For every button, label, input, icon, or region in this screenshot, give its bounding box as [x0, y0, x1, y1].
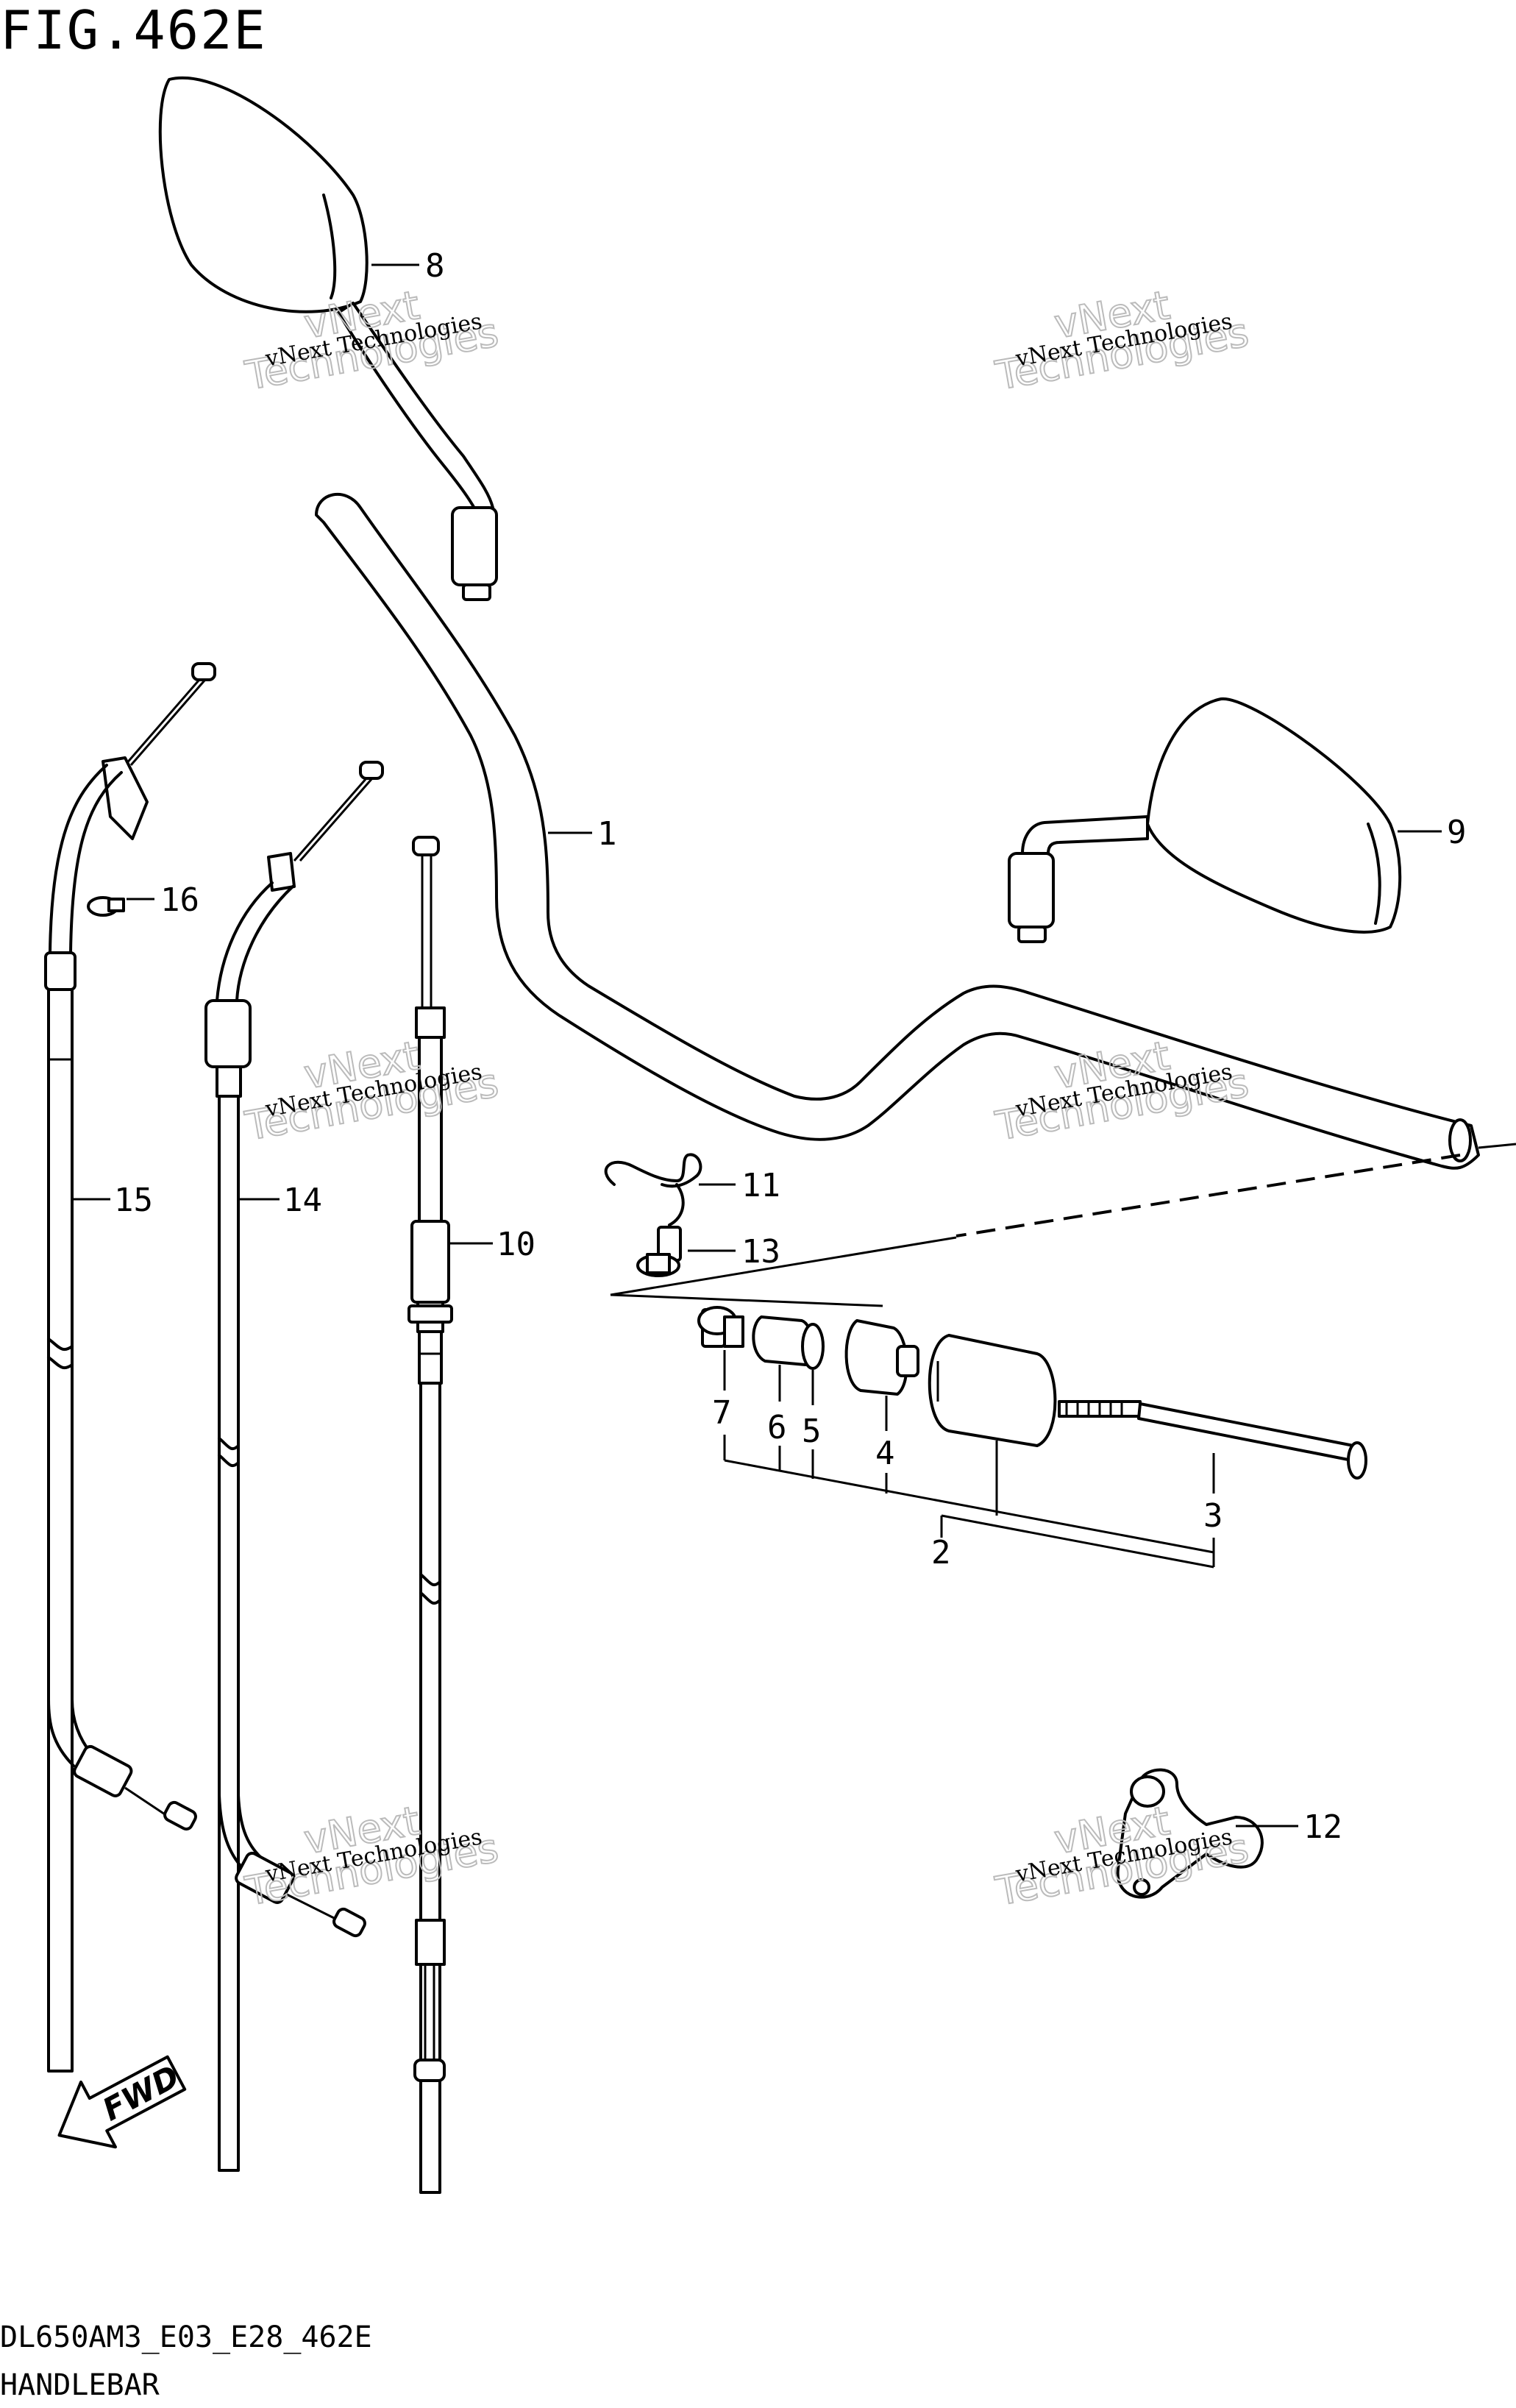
part-7-nut — [697, 1306, 744, 1348]
callout-12: 12 — [1303, 1808, 1342, 1846]
callout-6: 6 — [767, 1409, 787, 1446]
part-10-cable — [408, 836, 453, 2194]
part-5-washer — [801, 1323, 825, 1370]
callout-1: 1 — [597, 815, 617, 853]
figure-title: FIG.462E — [0, 0, 267, 61]
callout-3: 3 — [1203, 1497, 1223, 1535]
part-9-right-mirror — [1008, 697, 1402, 943]
watermark-2: vNext Technologies vNext Technologies — [992, 281, 1253, 399]
model-code: DL650AM3_E03_E28_462E — [0, 2320, 372, 2354]
part-15-cable — [44, 662, 216, 2073]
callout-8: 8 — [425, 247, 445, 285]
callout-16: 16 — [160, 881, 199, 919]
part-13-bolt — [636, 1226, 682, 1277]
fwd-label: FWD — [97, 2058, 185, 2128]
callout-15: 15 — [114, 1182, 153, 1219]
callout-13: 13 — [741, 1233, 780, 1271]
part-2-balancer-weight — [928, 1334, 1057, 1447]
callout-7: 7 — [712, 1394, 732, 1432]
callout-5: 5 — [802, 1413, 822, 1450]
part-8-left-mirror — [158, 77, 498, 601]
watermark-3: vNext Technologies vNext Technologies — [241, 1031, 503, 1150]
part-3-bolt — [1058, 1400, 1367, 1480]
callout-14: 14 — [283, 1182, 322, 1219]
callout-9: 9 — [1447, 814, 1467, 851]
callout-11: 11 — [741, 1167, 780, 1204]
callout-10: 10 — [497, 1226, 535, 1263]
part-16-screw — [87, 896, 125, 917]
part-12-bracket — [1116, 1768, 1264, 1899]
part-1-handlebar — [315, 493, 1480, 1170]
section-name: HANDLEBAR — [0, 2368, 160, 2402]
part-14-cable — [204, 761, 384, 2172]
callout-4: 4 — [875, 1435, 895, 1472]
watermark-6: vNext Technologies vNext Technologies — [992, 1797, 1253, 1915]
part-4-damper — [844, 1319, 919, 1396]
callout-2: 2 — [931, 1534, 951, 1571]
part-11-clip — [604, 1153, 702, 1226]
watermark-5: vNext Technologies vNext Technologies — [241, 1797, 503, 1915]
